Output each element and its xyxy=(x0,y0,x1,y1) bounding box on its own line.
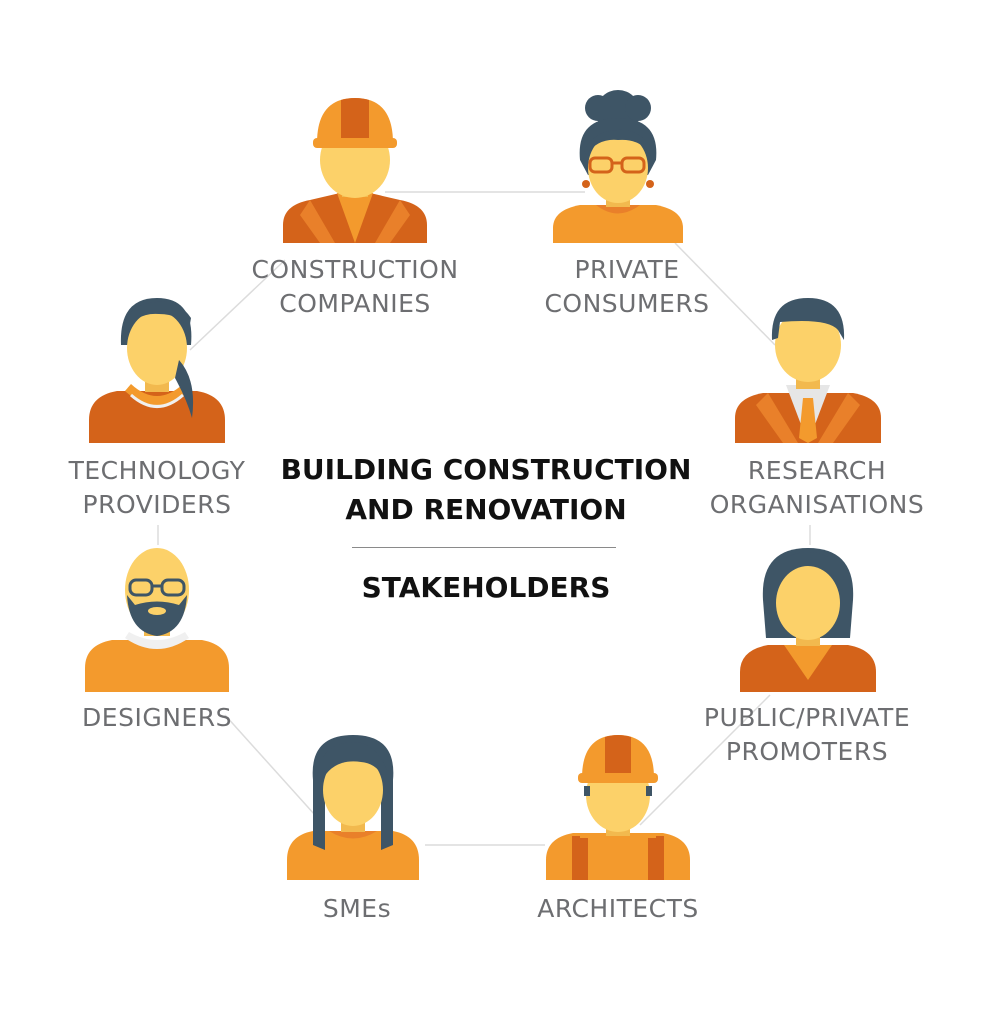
title-divider xyxy=(352,547,616,548)
connector-line xyxy=(674,242,776,346)
node-label-construction-companies: CONSTRUCTION COMPANIES xyxy=(251,255,459,318)
worker-helmet-icon xyxy=(283,98,427,243)
worker-overalls-helmet-icon xyxy=(546,735,690,880)
diagram-subtitle: STAKEHOLDERS xyxy=(361,571,611,604)
node-label-designers: DESIGNERS xyxy=(82,703,232,732)
man-tie-icon xyxy=(735,298,881,443)
node-label-private-consumers: PRIVATE CONSUMERS xyxy=(544,255,710,318)
node-label-smes: SMEs xyxy=(322,894,392,923)
bald-bearded-man-icon xyxy=(85,548,229,692)
node-label-public-private-promoters: PUBLIC/PRIVATE PROMOTERS xyxy=(703,703,911,766)
connector-line xyxy=(639,694,771,826)
connector-lines xyxy=(157,191,811,846)
woman-ponytail-icon xyxy=(89,298,225,443)
diagram-title: BUILDING CONSTRUCTION AND RENOVATION xyxy=(280,453,692,526)
woman-glasses-bun-icon xyxy=(553,90,683,243)
node-label-research-organisations: RESEARCH ORGANISATIONS xyxy=(709,456,925,519)
node-label-architects: ARCHITECTS xyxy=(537,894,699,923)
woman-long-hair-icon xyxy=(287,735,419,880)
connector-line xyxy=(224,714,316,816)
node-label-technology-providers: TECHNOLOGY PROVIDERS xyxy=(68,456,246,519)
woman-short-hair-icon xyxy=(740,548,876,692)
connector-line xyxy=(189,259,286,351)
